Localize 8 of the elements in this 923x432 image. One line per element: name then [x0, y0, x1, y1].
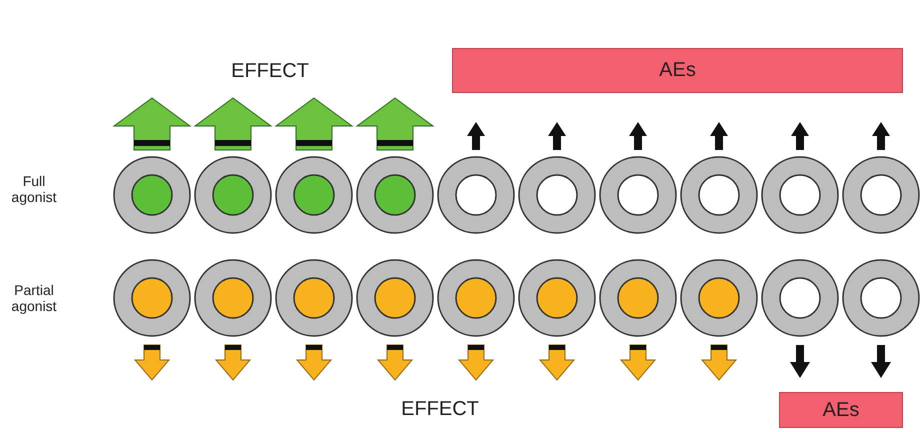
bar-label: AEs	[822, 398, 860, 422]
bar-label: AEs	[659, 59, 696, 82]
effect-heading: EFFECT	[230, 60, 310, 83]
row-label: Full agonist	[10, 173, 58, 205]
row-label: Partial agonist	[10, 282, 58, 314]
effect-heading: EFFECT	[400, 398, 480, 421]
adverse-effects-bar	[452, 48, 903, 93]
adverse-effects-bar	[779, 392, 903, 428]
